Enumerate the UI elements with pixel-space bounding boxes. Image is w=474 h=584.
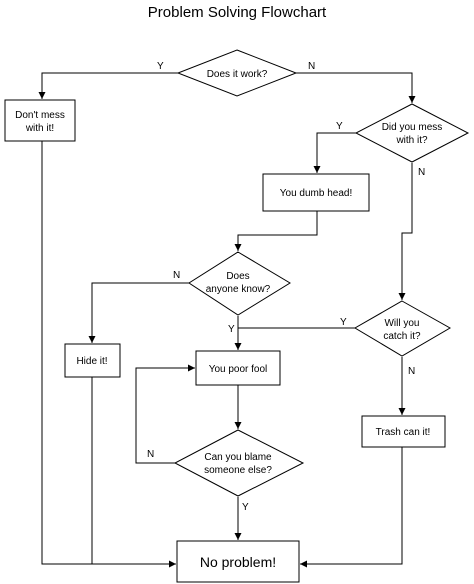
edge-work-no: [296, 72, 416, 103]
node-label: No problem!: [200, 554, 276, 570]
node-label: You poor fool: [209, 364, 268, 375]
node-label: Does it work?: [207, 69, 268, 80]
decision-did-you-mess: Did you mess with it?: [354, 103, 470, 163]
edge-blame-no: [135, 364, 195, 464]
label-catch-yes: Y: [340, 317, 347, 328]
node-label-line1: Will you: [384, 318, 419, 329]
node-label: You dumb head!: [280, 188, 352, 199]
connectors: [38, 72, 416, 568]
edge-dontmess-noproblem: [41, 141, 176, 568]
edge-labels: Y N Y N N Y Y N N Y: [147, 61, 425, 513]
edge-mess-no: [398, 163, 413, 300]
node-label-line1: Can you blame: [204, 452, 272, 463]
edge-anyone-no: [88, 282, 189, 343]
edge-dumbhead-anyone: [234, 211, 318, 251]
node-label-line2: anyone know?: [206, 284, 271, 295]
process-you-dumb-head: You dumb head!: [262, 173, 370, 212]
node-label-line2: catch it?: [383, 331, 421, 342]
node-label: Trash can it!: [376, 427, 431, 438]
decision-can-you-blame: Can you blame someone else?: [173, 429, 305, 497]
label-catch-no: N: [408, 366, 415, 377]
decision-does-anyone-know: Does anyone know?: [188, 251, 291, 316]
process-you-poor-fool: You poor fool: [195, 350, 281, 386]
edge-work-yes: [38, 72, 178, 99]
label-blame-no: N: [147, 449, 154, 460]
label-mess-no: N: [418, 167, 425, 178]
node-label-line2: with it?: [395, 135, 428, 146]
decision-does-it-work: Does it work?: [176, 49, 298, 97]
node-label-line1: Did you mess: [382, 122, 443, 133]
decision-will-you-catch: Will you catch it?: [354, 300, 452, 357]
process-dont-mess: Don't mess with it!: [4, 99, 76, 142]
edge-mess-yes: [313, 132, 356, 173]
chart-title: Problem Solving Flowchart: [148, 4, 327, 21]
label-work-yes: Y: [157, 61, 164, 72]
node-label-line1: Does: [226, 271, 249, 282]
process-hide-it: Hide it!: [64, 343, 121, 378]
node-label-line1: Don't mess: [15, 110, 65, 121]
edge-trash-noproblem: [300, 447, 403, 568]
node-label-line2: someone else?: [204, 465, 272, 476]
process-trash-can-it: Trash can it!: [361, 415, 446, 448]
label-anyone-yes: Y: [228, 324, 235, 335]
label-blame-yes: Y: [242, 502, 249, 513]
label-anyone-no: N: [173, 270, 180, 281]
label-work-no: N: [308, 61, 315, 72]
node-label: Hide it!: [76, 356, 107, 367]
label-mess-yes: Y: [336, 121, 343, 132]
node-label-line2: with it!: [25, 123, 54, 134]
process-no-problem: No problem!: [176, 540, 300, 583]
